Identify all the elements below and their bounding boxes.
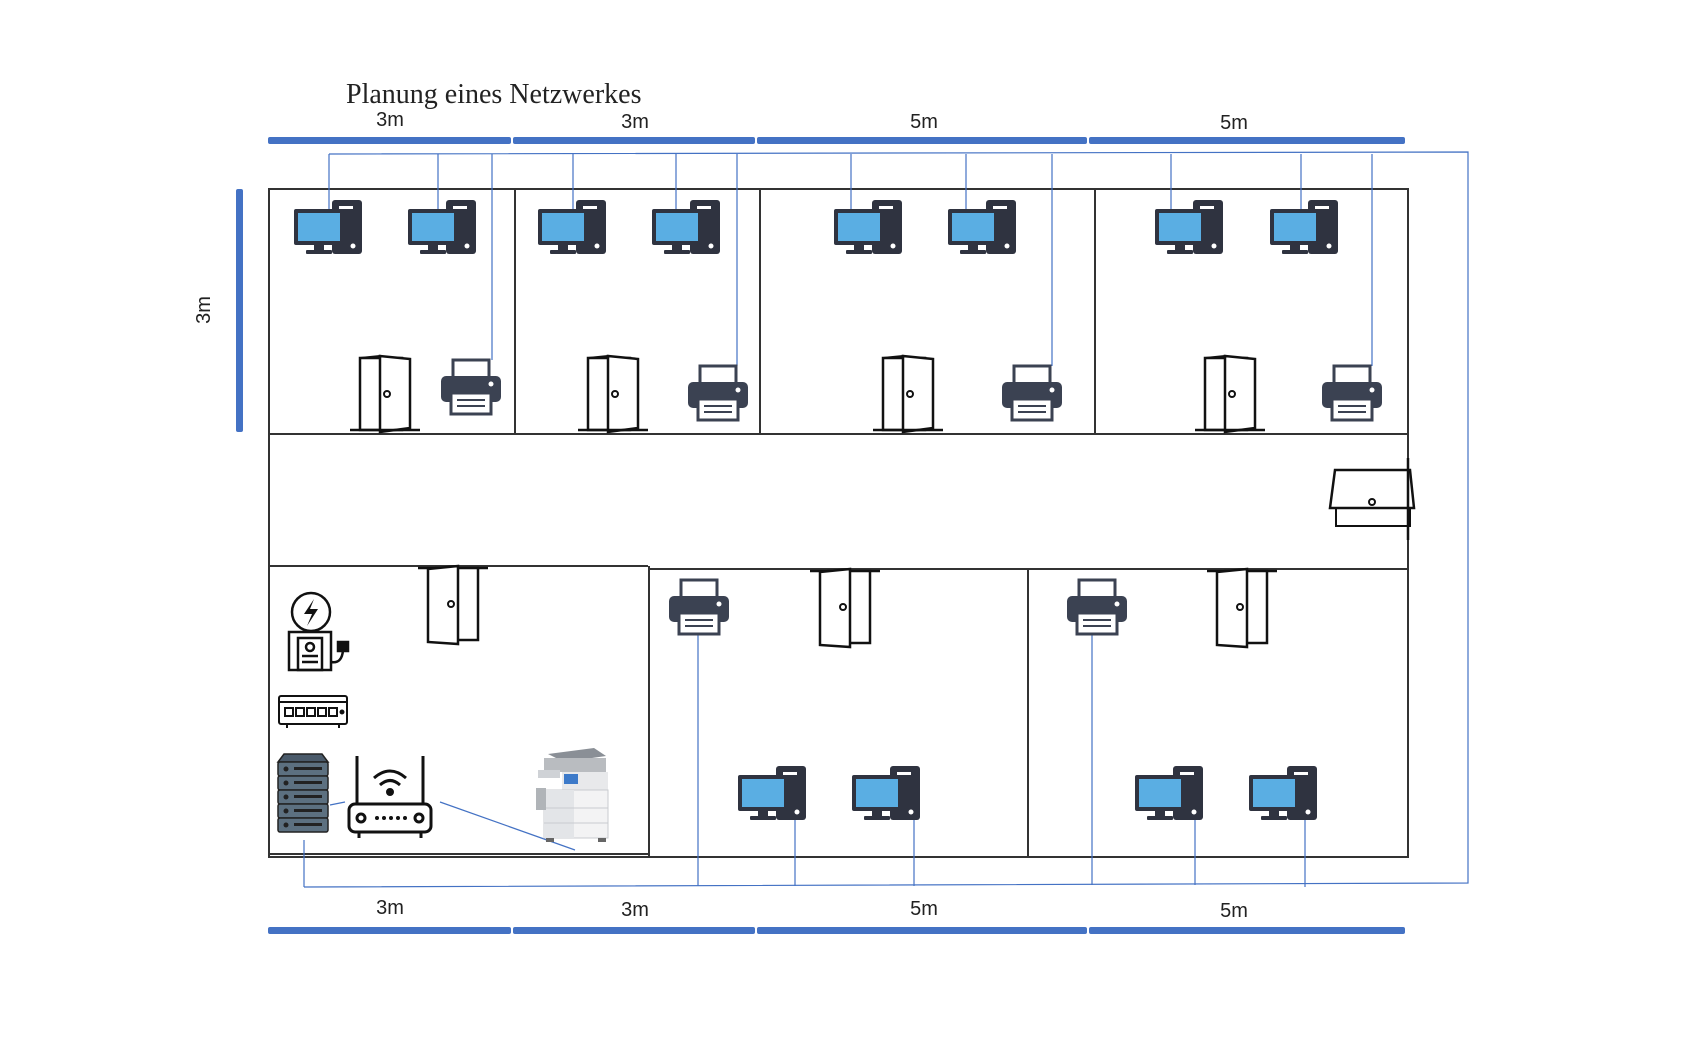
dimension-label-top-4: 5m (1220, 112, 1248, 134)
computer-icon[interactable] (738, 766, 806, 820)
door-icon (1193, 354, 1267, 434)
computer-icon[interactable] (1249, 766, 1317, 820)
printer-icon[interactable] (439, 358, 503, 416)
server-rack-icon[interactable] (276, 753, 330, 833)
computer-icon[interactable] (1135, 766, 1203, 820)
dimension-label-top-1: 3m (376, 109, 404, 131)
printer-icon[interactable] (686, 364, 750, 422)
printer-icon[interactable] (1000, 364, 1064, 422)
outer-wall (268, 188, 1409, 858)
cable-server-router (329, 801, 346, 806)
door-icon (1328, 458, 1416, 540)
door-icon (1205, 567, 1279, 649)
computer-icon[interactable] (538, 200, 606, 254)
dimension-bar-bottom-3 (757, 927, 1087, 934)
dimension-label-top-2: 3m (621, 111, 649, 133)
dimension-bar-top-4 (1089, 137, 1405, 144)
dimension-bar-bottom-2 (513, 927, 755, 934)
dimension-label-top-3: 5m (910, 111, 938, 133)
door-icon (871, 354, 945, 434)
computer-icon[interactable] (834, 200, 902, 254)
printer-icon[interactable] (667, 578, 731, 636)
dimension-row-top: 3m 3m 5m 5m (268, 109, 1405, 144)
printer-icon[interactable] (1320, 364, 1384, 422)
dimension-bar-top-1 (268, 137, 511, 144)
dimension-label-bottom-1: 3m (376, 897, 404, 919)
wifi-router-icon[interactable] (347, 756, 433, 838)
door-icon (808, 567, 882, 649)
diagram-title: Planung eines Netzwerkes (346, 79, 641, 110)
computer-icon[interactable] (1270, 200, 1338, 254)
door-icon (348, 354, 422, 434)
ups-power-icon[interactable] (287, 591, 350, 672)
network-switch-icon[interactable] (278, 695, 348, 728)
dimension-bar-bottom-1 (268, 927, 511, 934)
computer-icon[interactable] (1155, 200, 1223, 254)
multifunction-copier-icon[interactable] (536, 748, 609, 842)
computer-icon[interactable] (852, 766, 920, 820)
dimension-label-bottom-2: 3m (621, 899, 649, 921)
network-cabling (303, 151, 1469, 888)
dimension-bar-top-2 (513, 137, 755, 144)
building-walls (268, 188, 1409, 858)
dimension-row-bottom: 3m 3m 5m 5m (268, 897, 1405, 934)
computer-icon[interactable] (652, 200, 720, 254)
computer-icon[interactable] (408, 200, 476, 254)
printer-icon[interactable] (1065, 578, 1129, 636)
cable-trunk-main (303, 151, 1469, 888)
dimension-bar-top-3 (757, 137, 1087, 144)
computer-icon[interactable] (948, 200, 1016, 254)
computer-icon[interactable] (294, 200, 362, 254)
door-icon (416, 564, 490, 646)
dimension-label-left: 3m (193, 296, 215, 324)
dimension-bar-left (236, 189, 243, 432)
dimension-bar-bottom-4 (1089, 927, 1405, 934)
dimension-label-bottom-4: 5m (1220, 900, 1248, 922)
dimension-label-bottom-3: 5m (910, 898, 938, 920)
door-icon (576, 354, 650, 434)
